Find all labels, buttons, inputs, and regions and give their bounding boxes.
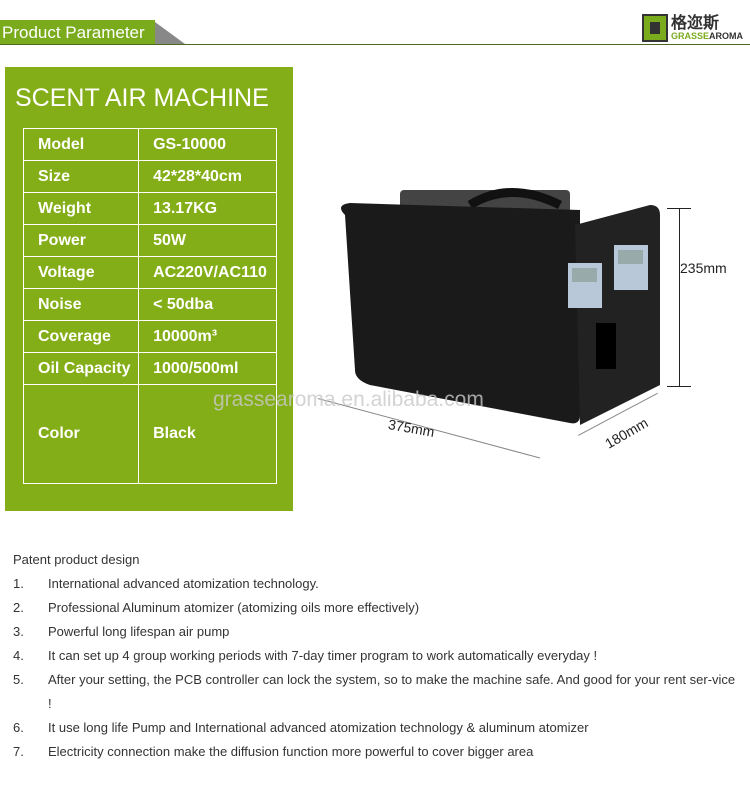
feature-item: 3. Powerful long lifespan air pump [13, 620, 741, 644]
spec-value: 42*28*40cm [138, 160, 277, 193]
spec-label: Oil Capacity [22, 352, 140, 385]
watermark: grassearoma.en.alibaba.com [213, 388, 484, 411]
spec-value: 13.17KG [138, 192, 277, 225]
feature-item: 7. Electricity connection make the diffus… [13, 740, 741, 764]
header-shadow [155, 22, 185, 44]
logo-en-2: AROMA [709, 30, 744, 41]
spec-label: Noise [22, 288, 140, 321]
spec-label: Weight [22, 192, 140, 225]
logo-cn: 格迩斯 [671, 14, 720, 32]
feature-number: 1. [13, 576, 24, 591]
spec-label: Color [22, 384, 140, 484]
spec-label: Power [22, 224, 140, 257]
spec-row: Noise< 50dba [22, 288, 277, 321]
feature-item: 4. It can set up 4 group working periods … [13, 644, 741, 668]
spec-label: Size [22, 160, 140, 193]
spec-value: 1000/500ml [138, 352, 277, 385]
feature-text: After your setting, the PCB controller c… [48, 672, 736, 711]
spec-value: < 50dba [138, 288, 277, 321]
feature-number: 3. [13, 624, 24, 639]
spec-label: Model [22, 128, 140, 161]
section-header: Product Parameter [0, 20, 155, 45]
spec-label: Coverage [22, 320, 140, 353]
spec-label: Voltage [22, 256, 140, 289]
logo-mark-icon [642, 14, 668, 42]
logo-en-1: GRASSE [671, 30, 710, 41]
feature-number: 4. [13, 648, 24, 663]
feature-number: 7. [13, 744, 24, 759]
spec-value: GS-10000 [138, 128, 277, 161]
panel-title: SCENT AIR MACHINE [15, 84, 269, 112]
spec-value: Black [138, 384, 277, 484]
brand-logo: 格迩斯 GRASSEAROMA [642, 14, 743, 42]
feature-text: Professional Aluminum atomizer (atomizin… [48, 600, 420, 615]
feature-item: 5. After your setting, the PCB controller… [13, 668, 741, 716]
feature-number: 6. [13, 720, 24, 735]
product-image [341, 188, 660, 425]
spec-value: AC220V/AC110 [138, 256, 277, 289]
height-dimension: 235mm [680, 260, 727, 276]
feature-item: 6. It use long life Pump and Internationa… [13, 716, 741, 740]
feature-text: International advanced atomization techn… [48, 576, 319, 591]
spec-value: 50W [138, 224, 277, 257]
feature-text: It use long life Pump and International … [48, 720, 589, 735]
feature-text: Electricity connection make the diffusio… [48, 744, 534, 759]
feature-text: Powerful long lifespan air pump [48, 624, 230, 639]
feature-text: It can set up 4 group working periods wi… [48, 648, 598, 663]
feature-intro: Patent product design [13, 552, 140, 567]
feature-item: 1. International advanced atomization tec… [13, 572, 741, 596]
feature-number: 2. [13, 600, 24, 615]
spec-value: 10000m³ [138, 320, 277, 353]
feature-list: Patent product design 1. International ad… [13, 548, 741, 764]
feature-number: 5. [13, 672, 24, 687]
feature-item: 2. Professional Aluminum atomizer (atomiz… [13, 596, 741, 620]
header-divider [0, 44, 750, 45]
